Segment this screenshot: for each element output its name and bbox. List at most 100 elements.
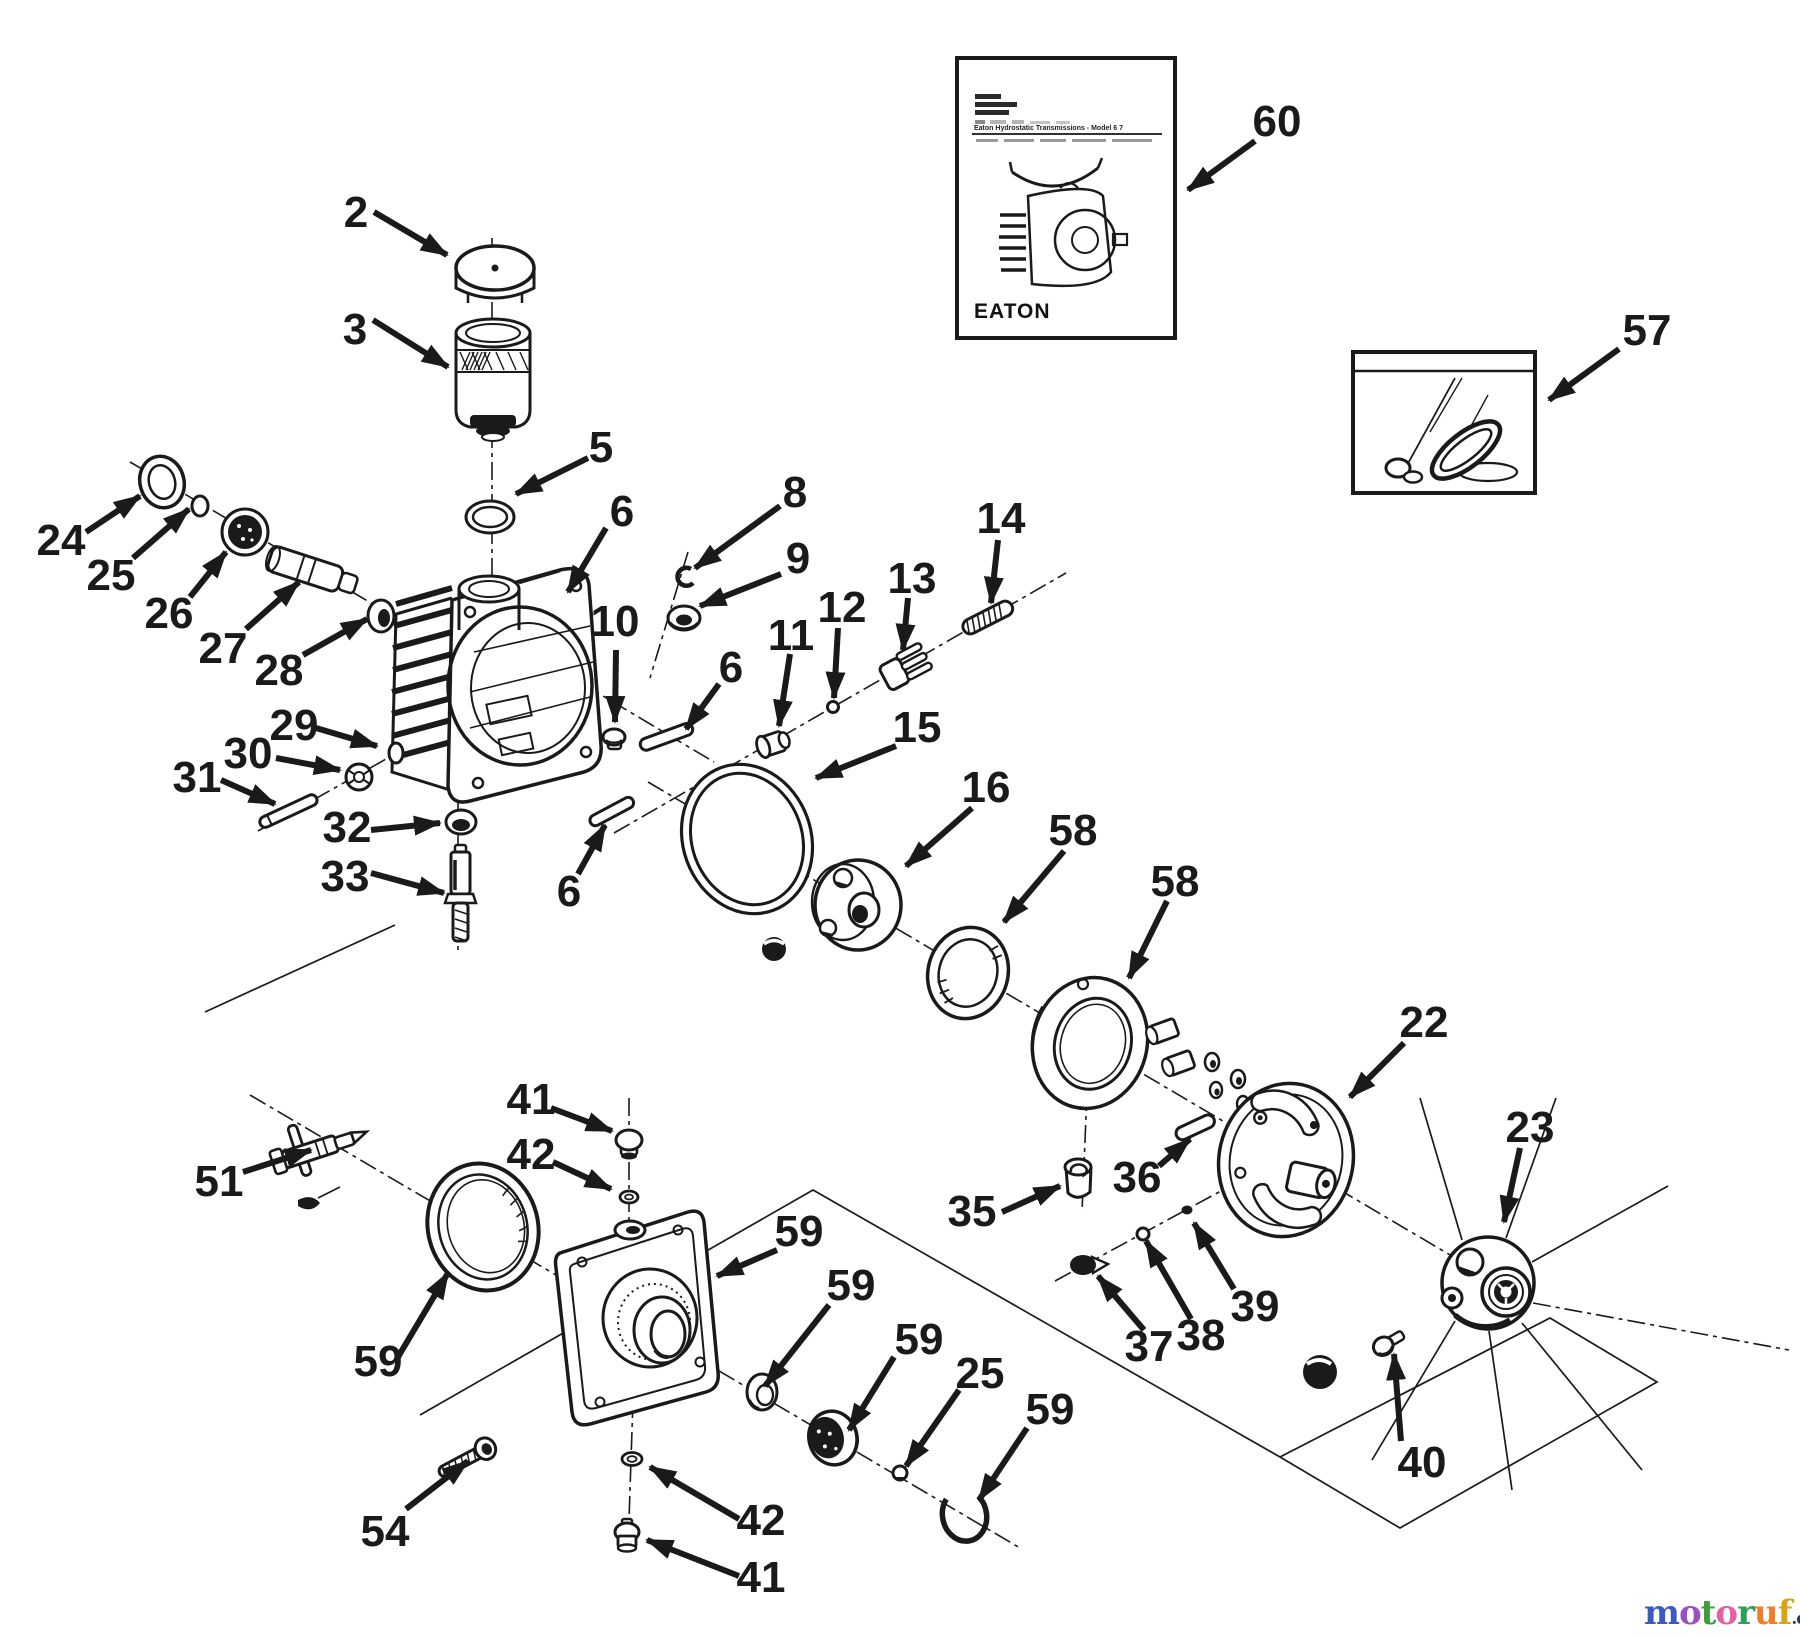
seal-kit-contents: [1384, 377, 1519, 484]
callout-37: 37: [1125, 1322, 1174, 1371]
callout-16: 16: [962, 763, 1011, 812]
arrow-15: [814, 743, 898, 781]
part-3-filter: [454, 317, 532, 442]
callout-12: 12: [818, 583, 867, 632]
part-16-hub: [810, 858, 903, 952]
part-59-retaining-ring: [939, 1494, 990, 1544]
callout-59d: 59: [895, 1315, 944, 1364]
motoruf-logo: motoruf.de: [1644, 1593, 1800, 1633]
part-26-bearing: [220, 507, 270, 557]
part-25-ring: [190, 494, 210, 518]
callout-41a: 41: [507, 1075, 556, 1124]
callout-23: 23: [1506, 1103, 1555, 1152]
callout-9: 9: [786, 534, 810, 583]
arrow-41a: [549, 1105, 614, 1134]
arrow-38: [1143, 1239, 1194, 1321]
callout-35: 35: [948, 1187, 997, 1236]
callout-27: 27: [199, 624, 248, 673]
arrow-58b: [1126, 899, 1170, 980]
callout-59a: 59: [354, 1337, 403, 1386]
manual-brand-logo: EATON: [974, 300, 1051, 323]
part-23-rotor: [1440, 1235, 1536, 1331]
projection-rays: [1371, 1097, 1669, 1491]
callout-42a: 42: [507, 1130, 556, 1179]
part-35-roller: [1063, 1157, 1093, 1199]
arrow-13: [895, 597, 916, 652]
arrow-6c: [575, 823, 608, 876]
callout-32: 32: [323, 803, 372, 852]
arrow-51: [242, 1147, 313, 1175]
callout-58a: 58: [1049, 806, 1098, 855]
part-28-washer: [366, 598, 396, 634]
part-25-ball-lower: [891, 1464, 909, 1482]
part-41-plug-top: [614, 1128, 644, 1160]
manual-subline-smudge: [976, 139, 1152, 142]
part-36-pin: [1174, 1113, 1216, 1142]
arrow-16: [904, 805, 974, 869]
arrow-36: [1157, 1136, 1192, 1169]
callout-8: 8: [783, 468, 807, 517]
arrow-37: [1095, 1274, 1147, 1332]
arrow-30: [275, 755, 342, 776]
arrow-23: [1499, 1147, 1523, 1224]
part-29-ring: [387, 741, 405, 765]
part-27-spool: [264, 545, 359, 595]
callout-6a: 6: [610, 487, 634, 536]
callout-59c: 59: [827, 1261, 876, 1310]
arrow-3: [371, 317, 450, 370]
part-32-seal-ring: [444, 808, 478, 836]
arrow-27: [244, 579, 301, 632]
inset-seal-kit: [1351, 350, 1537, 495]
part-15-o-ring: [679, 762, 815, 916]
callout-6b: 6: [719, 643, 743, 692]
parts: [137, 244, 1536, 1553]
part-2-reservoir-cap: [454, 244, 536, 303]
callout-6c: 6: [557, 867, 581, 916]
arrow-9: [698, 571, 783, 609]
part-14-spring: [961, 599, 1015, 636]
motoruf-suffix: .de: [1791, 1609, 1800, 1629]
callout-41b: 41: [737, 1553, 786, 1602]
arrow-28: [301, 616, 369, 658]
arrow-29: [315, 725, 379, 749]
callout-38: 38: [1177, 1311, 1226, 1360]
callout-31: 31: [173, 753, 222, 802]
arrow-42b: [648, 1464, 741, 1522]
callout-36: 36: [1113, 1153, 1162, 1202]
callout-59e: 59: [1026, 1385, 1075, 1434]
callout-59b: 59: [775, 1207, 824, 1256]
callout-11: 11: [768, 611, 815, 660]
part-51-fitting: [268, 1123, 371, 1177]
part-12-ball: [826, 700, 840, 714]
callout-2: 2: [344, 188, 368, 237]
arrow-5: [514, 455, 590, 497]
part-6-dowel-pin-b: [588, 795, 636, 828]
arrow-33: [370, 870, 446, 896]
arrow-54: [404, 1458, 470, 1512]
callout-60: 60: [1253, 97, 1302, 146]
part-dark-ball: [1303, 1355, 1337, 1389]
part-39-ball: [1181, 1205, 1193, 1215]
arrow-11: [773, 653, 793, 728]
callout-33: 33: [321, 852, 370, 901]
arrow-57: [1547, 346, 1621, 403]
part-38-ball: [1135, 1226, 1151, 1242]
callout-labels: 2 3 5 6 8 9 10 11 12 13 14 6 15 16 58 58…: [37, 97, 1672, 1602]
callout-3: 3: [343, 305, 367, 354]
arrow-42a: [551, 1159, 613, 1192]
callout-54: 54: [361, 1507, 410, 1556]
arrow-10: [605, 649, 626, 724]
arrow-31: [219, 777, 277, 807]
arrow-60: [1186, 138, 1257, 193]
callout-14: 14: [977, 494, 1026, 543]
arrow-26: [187, 550, 229, 599]
part-30-nut: [344, 762, 374, 792]
part-8-clip: [675, 565, 695, 589]
callout-58b: 58: [1151, 857, 1200, 906]
arrow-58a: [1001, 849, 1067, 924]
arrow-12: [825, 627, 846, 700]
part-31-pin: [258, 793, 319, 829]
arrow-6a: [565, 526, 609, 594]
callout-30: 30: [224, 729, 273, 778]
